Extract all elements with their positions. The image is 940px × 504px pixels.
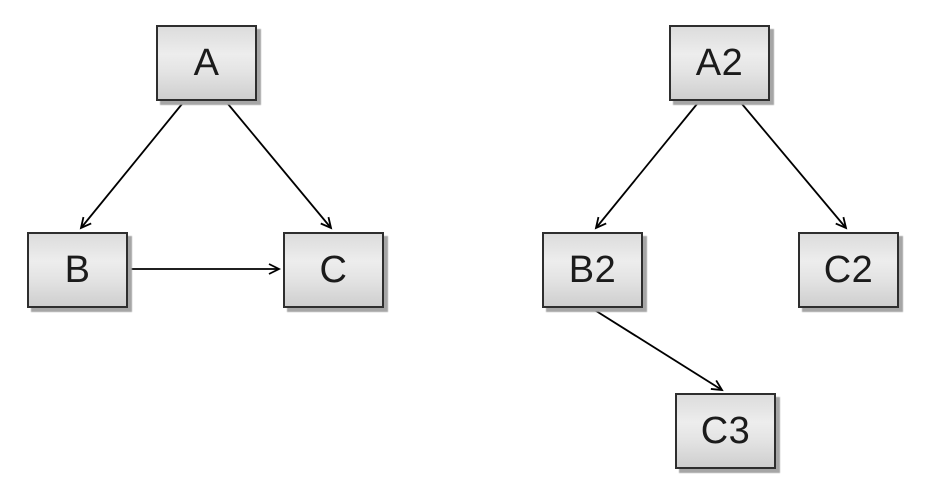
edge-A2-to-C2 bbox=[741, 103, 848, 230]
node-C2-label: C2 bbox=[823, 249, 874, 291]
node-C3-label: C3 bbox=[700, 410, 751, 452]
node-A-label: A bbox=[193, 42, 220, 84]
node-A2: A2 bbox=[669, 25, 770, 101]
edge-A-to-C bbox=[227, 103, 333, 230]
node-B2: B2 bbox=[542, 232, 643, 308]
node-C-label: C bbox=[319, 249, 348, 291]
node-C3: C3 bbox=[675, 393, 776, 469]
node-B2-label: B2 bbox=[568, 249, 617, 291]
node-A: A bbox=[156, 25, 257, 101]
edge-A2-to-B2 bbox=[594, 103, 698, 230]
node-C: C bbox=[283, 232, 384, 308]
node-C2: C2 bbox=[798, 232, 899, 308]
edge-A-to-B bbox=[79, 103, 183, 230]
node-A2-label: A2 bbox=[695, 42, 744, 84]
edge-B2-to-C3 bbox=[592, 308, 724, 392]
node-B: B bbox=[27, 232, 128, 308]
node-B-label: B bbox=[64, 249, 91, 291]
